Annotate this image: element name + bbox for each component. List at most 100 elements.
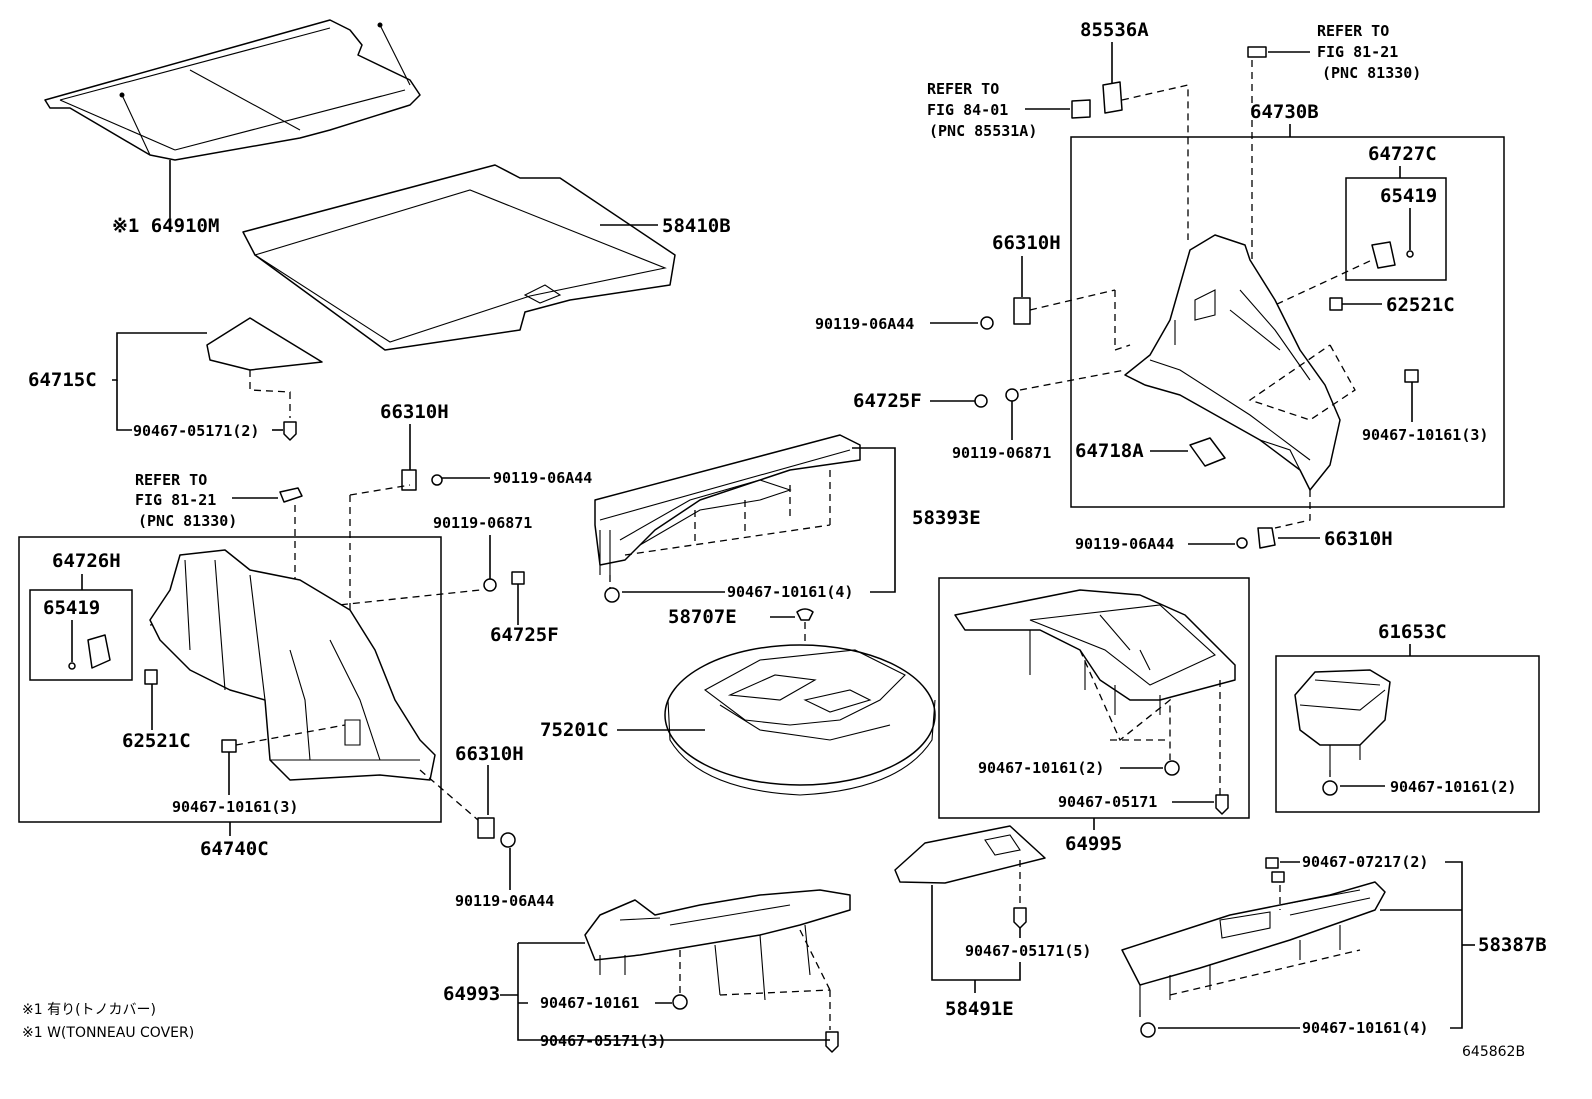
label-90467-05171: 90467-05171 bbox=[1058, 793, 1157, 811]
clip-81330-b-icon bbox=[1247, 46, 1267, 58]
label-90119-06A44-d: 90119-06A44 bbox=[1075, 535, 1174, 553]
tray-64995-drawing bbox=[954, 589, 1236, 715]
refer-b-line3: (PNC 85531A) bbox=[929, 122, 1037, 140]
label-90119-06A44-c: 90119-06A44 bbox=[815, 315, 914, 333]
clip-66310H-c-icon bbox=[1013, 297, 1031, 325]
panel-58393E-drawing bbox=[594, 434, 861, 575]
label-90467-10161-3-b: 90467-10161(3) bbox=[1362, 426, 1488, 444]
label-90119-06871-a: 90119-06871 bbox=[433, 514, 532, 532]
clip-66310H-icon bbox=[401, 469, 417, 491]
label-62521C-a: 62521C bbox=[122, 730, 191, 752]
label-64910M: ※1 64910M bbox=[112, 215, 219, 237]
label-90467-10161-3-a: 90467-10161(3) bbox=[172, 798, 298, 816]
refer-a-line2: FIG 81-21 bbox=[135, 491, 216, 509]
fastener-64725F-b-icon bbox=[974, 394, 988, 408]
label-58393E: 58393E bbox=[912, 507, 981, 529]
screw-90119-d-icon bbox=[1236, 537, 1248, 549]
refer-b-line2: FIG 84-01 bbox=[927, 101, 1008, 119]
clip-58491E-icon bbox=[1013, 907, 1027, 929]
clip-90467-10161-icon bbox=[221, 739, 237, 753]
label-58387B: 58387B bbox=[1478, 934, 1547, 956]
subassembly-box-64727C bbox=[1345, 177, 1447, 281]
label-62521C-b: 62521C bbox=[1386, 294, 1455, 316]
screw-90119-06871-icon bbox=[483, 578, 497, 592]
label-65419-a: 65419 bbox=[43, 597, 100, 619]
clip-65419-b-icon bbox=[1371, 241, 1396, 269]
label-58707E: 58707E bbox=[668, 606, 737, 628]
label-64993: 64993 bbox=[443, 983, 500, 1005]
label-90119-06A44-a: 90119-06A44 bbox=[493, 469, 592, 487]
deck-board-drawing bbox=[242, 164, 676, 351]
subassembly-box-64726H bbox=[29, 589, 133, 681]
screw-90119-06871-b-icon bbox=[1005, 388, 1019, 402]
label-64995: 64995 bbox=[1065, 833, 1122, 855]
panel-58491E-drawing bbox=[894, 825, 1046, 884]
clip-64995-10161-icon bbox=[1164, 760, 1180, 776]
label-90467-10161-2-a: 90467-10161(2) bbox=[978, 759, 1104, 777]
label-90467-05171-2: 90467-05171(2) bbox=[133, 422, 259, 440]
label-64730B: 64730B bbox=[1250, 101, 1319, 123]
label-66310H-a: 66310H bbox=[380, 401, 449, 423]
clip-90467-07217-a-icon bbox=[1265, 857, 1279, 869]
clip-58387B-10161-icon bbox=[1140, 1022, 1156, 1038]
label-90467-05171-3: 90467-05171(3) bbox=[540, 1032, 666, 1050]
panel-58387B-drawing bbox=[1121, 881, 1386, 1010]
label-90467-10161-4-a: 90467-10161(4) bbox=[727, 583, 853, 601]
clip-90467-10161-3-b-icon bbox=[1404, 369, 1419, 383]
label-85536A: 85536A bbox=[1080, 19, 1149, 41]
label-66310H-b: 66310H bbox=[455, 743, 524, 765]
refer-c-line1: REFER TO bbox=[1317, 22, 1389, 40]
fastener-64725F-icon bbox=[511, 571, 525, 585]
refer-c-line2: FIG 81-21 bbox=[1317, 43, 1398, 61]
clip-90467-07217-b-icon bbox=[1271, 871, 1285, 883]
spare-tire-tray-drawing bbox=[664, 644, 936, 796]
label-90467-10161-2-b: 90467-10161(2) bbox=[1390, 778, 1516, 796]
assembly-box-61653C bbox=[1275, 655, 1540, 813]
figure-id: 645862B bbox=[1462, 1044, 1525, 1060]
label-64725F-b: 64725F bbox=[853, 390, 922, 412]
label-66310H-d: 66310H bbox=[1324, 528, 1393, 550]
clip-66310H-d-icon bbox=[1257, 527, 1276, 549]
label-64718A: 64718A bbox=[1075, 440, 1144, 462]
refer-c-line3: (PNC 81330) bbox=[1322, 64, 1421, 82]
label-90467-05171-5: 90467-05171(5) bbox=[965, 942, 1091, 960]
clip-65419-icon bbox=[87, 634, 111, 669]
clip-64995-05171-icon bbox=[1215, 794, 1229, 815]
label-90467-10161-4-b: 90467-10161(4) bbox=[1302, 1019, 1428, 1037]
label-90119-06871-b: 90119-06871 bbox=[952, 444, 1051, 462]
connector-85531A-icon bbox=[1071, 99, 1091, 119]
label-64740C: 64740C bbox=[200, 838, 269, 860]
plug-58707E-icon bbox=[796, 608, 814, 621]
clip-64993-10161-icon bbox=[672, 994, 688, 1010]
label-75201C: 75201C bbox=[540, 719, 609, 741]
cover-64715C-drawing bbox=[206, 317, 323, 371]
assembly-box-64730B bbox=[1070, 136, 1505, 508]
screw-90119-b-icon bbox=[500, 832, 516, 848]
note-line-1: ※1 有り(トノカバー) bbox=[22, 1002, 156, 1018]
label-66310H-c: 66310H bbox=[992, 232, 1061, 254]
label-64726H: 64726H bbox=[52, 550, 121, 572]
refer-b-line1: REFER TO bbox=[927, 80, 999, 98]
refer-a-line3: (PNC 81330) bbox=[138, 512, 237, 530]
label-58491E: 58491E bbox=[945, 998, 1014, 1020]
left-quarter-trim-drawing bbox=[149, 549, 436, 781]
label-64727C: 64727C bbox=[1368, 143, 1437, 165]
refer-a-line1: REFER TO bbox=[135, 471, 207, 489]
label-64715C: 64715C bbox=[28, 369, 97, 391]
vent-64718A-icon bbox=[1189, 437, 1226, 467]
label-90467-07217-2: 90467-07217(2) bbox=[1302, 853, 1428, 871]
clip-66310H-b-icon bbox=[477, 817, 495, 839]
bracket-61653C-drawing bbox=[1294, 669, 1391, 770]
note-line-2: ※1 W(TONNEAU COVER) bbox=[22, 1025, 194, 1041]
clip-81330-icon bbox=[279, 487, 303, 503]
clip-90467-05171-icon bbox=[283, 421, 297, 441]
label-61653C: 61653C bbox=[1378, 621, 1447, 643]
label-65419-b: 65419 bbox=[1380, 185, 1437, 207]
screw-90119-c-icon bbox=[980, 316, 994, 330]
bracket-64993-drawing bbox=[584, 889, 851, 1001]
fastener-62521C-icon bbox=[144, 669, 158, 685]
clip-64993-05171-icon bbox=[825, 1031, 839, 1053]
label-58410B: 58410B bbox=[662, 215, 731, 237]
label-90119-06A44-b: 90119-06A44 bbox=[455, 892, 554, 910]
